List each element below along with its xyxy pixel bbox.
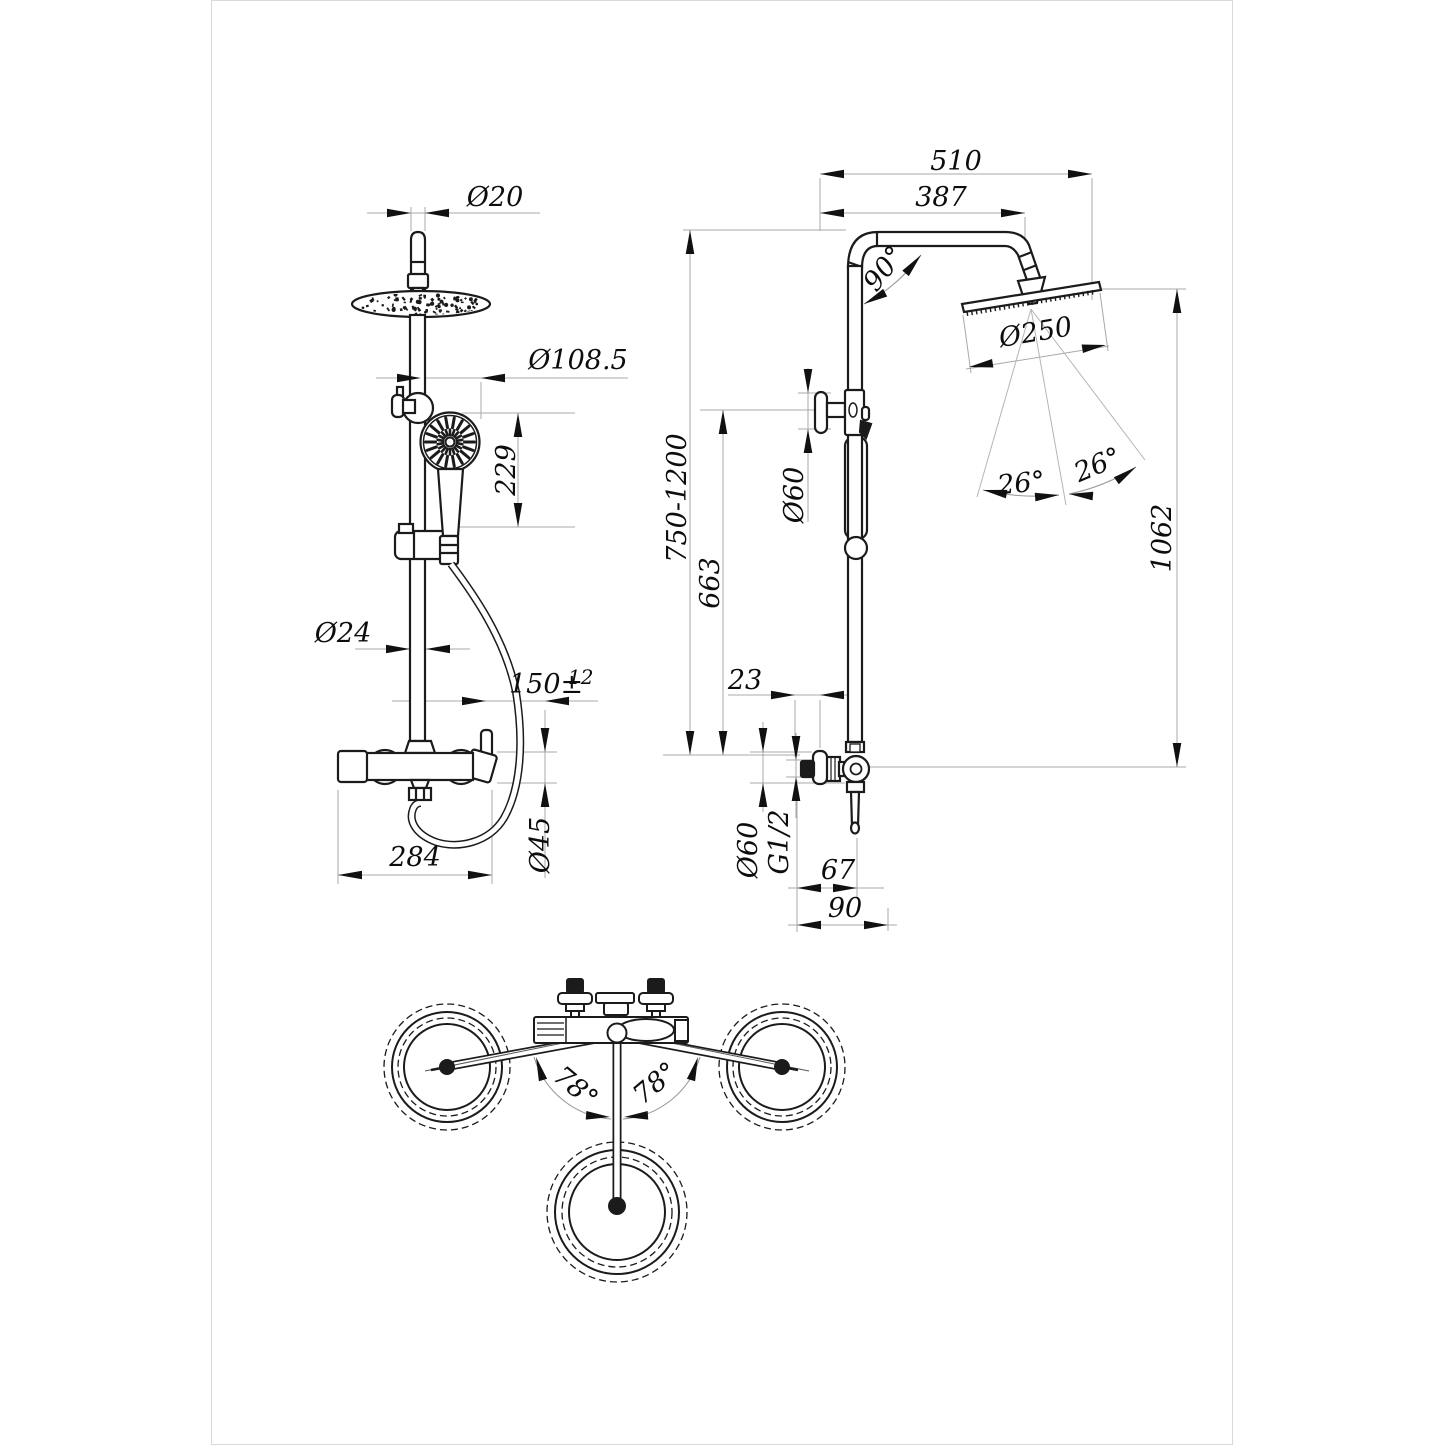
hose-ball-side — [843, 535, 869, 561]
hand-shower-center — [444, 436, 456, 448]
diverter-bar — [595, 992, 635, 1004]
dim-label-total-height: 750-1200 — [662, 433, 693, 562]
arm-stub-right — [781, 1065, 799, 1072]
dim-label-outlet-offset: 90 — [828, 893, 862, 924]
valve-inlet-collar — [403, 739, 437, 755]
knob-flange-left — [557, 992, 593, 1005]
valve-axis — [849, 762, 863, 776]
body-end-top — [674, 1019, 689, 1042]
top-view — [383, 978, 846, 1283]
check-valve-knob — [799, 759, 816, 779]
hose-nut — [407, 786, 433, 802]
dim-label-bar-height: 663 — [695, 557, 726, 609]
shower-hose — [407, 561, 525, 849]
lever-nut-side — [845, 780, 866, 794]
knob-stem-right — [646, 1003, 666, 1012]
riser-pipe-side — [846, 264, 864, 744]
lever-tip — [849, 821, 861, 835]
dim-label-head-height: 1062 — [1147, 504, 1178, 573]
knob-stem-left — [565, 1003, 585, 1012]
valve-body-front — [363, 751, 475, 782]
dim-label-valve-width: 284 — [388, 842, 441, 873]
dim-label-offset: 150± — [509, 669, 583, 700]
dim-label-inlet-offset: 67 — [821, 855, 856, 886]
arm-joint — [1018, 250, 1033, 259]
hand-shower-handle — [436, 467, 465, 538]
dim-label-slide-travel: 229 — [491, 444, 522, 497]
construction-lines — [976, 308, 1146, 506]
valve-outlet — [409, 778, 431, 790]
arm-joint — [1023, 263, 1038, 272]
dim-label-knob-offset: 23 — [727, 665, 762, 696]
hand-shower-nut — [438, 534, 460, 566]
head-collar — [406, 272, 430, 290]
hand-shower-hook — [858, 419, 873, 441]
lever-rod-side — [849, 790, 861, 828]
swivel-hub — [606, 1022, 628, 1044]
dim-label-hand-shower-diameter: Ø108.5 — [527, 345, 627, 376]
slider-stem-side — [825, 401, 847, 419]
bracket-detail — [848, 402, 858, 418]
dim-label-pipe-diameter: Ø24 — [314, 618, 372, 649]
valve-collar-notch — [849, 743, 861, 753]
sheet-canvas — [211, 0, 1233, 1445]
spray-nozzle-texture — [361, 293, 479, 315]
dim-label-reach-overall: 510 — [930, 146, 982, 177]
dim-label-inlet-thread: G1/2 — [764, 809, 795, 874]
dim-label-reach-arm: 387 — [915, 182, 967, 213]
front-view — [336, 230, 525, 849]
dim-label-slider-knob-diameter: Ø60 — [779, 467, 810, 525]
dim-label-stem-diameter: Ø20 — [466, 182, 524, 213]
cross-knob-left — [566, 978, 584, 994]
hand-shower-spray-pattern — [424, 416, 476, 468]
clamp-tab — [397, 522, 415, 535]
knob-flange-right — [638, 992, 674, 1005]
holder-bump — [860, 405, 871, 422]
rain-shower-head-side — [960, 280, 1103, 314]
slider-knob-side — [813, 390, 829, 435]
slider-stem — [401, 398, 417, 415]
valve-end-cap — [336, 749, 369, 784]
arm-stub-left — [430, 1065, 448, 1072]
cross-knob-right — [647, 978, 665, 994]
dim-label-offset-tolerance: 12 — [568, 665, 593, 689]
side-view — [799, 230, 1103, 835]
dim-label-flange-diameter: Ø60 — [733, 822, 764, 880]
head-position-circles — [383, 1003, 846, 1283]
arm-end-bottom — [608, 1197, 626, 1215]
dim-label-spray-angle-left: 26° — [995, 466, 1047, 502]
dimension-arrows — [338, 169, 1182, 1120]
nozzle-ticks — [966, 289, 1094, 317]
diverter-stem — [603, 1002, 629, 1016]
dim-label-valve-body-diameter: Ø45 — [525, 817, 556, 875]
